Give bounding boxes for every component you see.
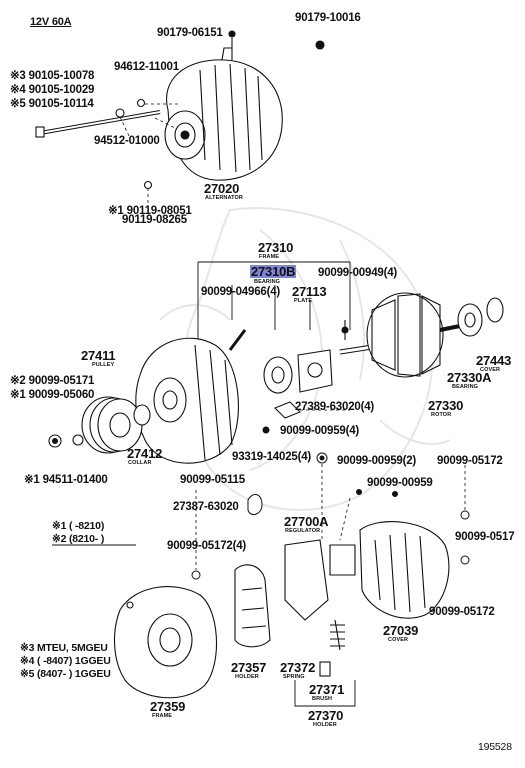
- part-90099-00959-2[interactable]: 90099-00959(2): [337, 455, 417, 467]
- part-27113[interactable]: 27113: [292, 284, 327, 299]
- part-27357-desc: HOLDER: [235, 674, 259, 680]
- rear-frame-drawing: [113, 586, 218, 699]
- drive-end-frame: [135, 329, 247, 464]
- part-27310B[interactable]: 27310B: [250, 264, 297, 279]
- part-90099-05172-a[interactable]: 90099-05172: [437, 455, 503, 467]
- part-90105-10114[interactable]: ※5 90105-10114: [10, 98, 94, 110]
- part-27357[interactable]: 27357: [231, 660, 267, 675]
- note-2: ※2 (8210- ): [52, 533, 105, 545]
- part-90099-00959[interactable]: 90099-00959: [367, 477, 433, 489]
- part-27113-desc: PLATE: [294, 298, 313, 304]
- frame-bracket-lines: [197, 261, 351, 350]
- brush-bracket-lines: [294, 680, 356, 707]
- part-90099-05171[interactable]: ※2 90099-05171: [10, 375, 95, 387]
- part-27371-desc: BRUSH: [312, 696, 333, 702]
- spec-label: 12V 60A: [30, 16, 72, 28]
- brush-holder-drawing: [234, 564, 271, 648]
- part-90179-06151[interactable]: 90179-06151: [157, 27, 223, 39]
- part-27443[interactable]: 27443: [476, 353, 512, 368]
- part-27443-desc: COVER: [480, 367, 501, 373]
- alternator-assembly-drawing: [35, 30, 325, 190]
- part-27412[interactable]: 27412: [127, 446, 163, 461]
- rear-cover-drawing: [359, 521, 450, 619]
- part-90099-00959-4[interactable]: 90099-00959(4): [280, 425, 360, 437]
- part-27330-desc: ROTOR: [431, 412, 452, 418]
- part-27310[interactable]: 27310: [258, 240, 294, 255]
- part-90119-08265[interactable]: 90119-08265: [122, 214, 187, 226]
- note-3: ※3 MTEU, 5MGEU: [20, 642, 108, 654]
- part-90099-05060[interactable]: ※1 90099-05060: [10, 389, 95, 401]
- note-1: ※1 ( -8210): [52, 520, 105, 532]
- part-27039[interactable]: 27039: [383, 623, 419, 638]
- part-90099-05115[interactable]: 90099-05115: [180, 474, 245, 486]
- part-27370[interactable]: 27370: [308, 708, 344, 723]
- note-4: ※4 ( -8407) 1GGEU: [20, 655, 111, 667]
- part-90099-00949[interactable]: 90099-00949(4): [318, 267, 398, 279]
- part-27412-desc: COLLAR: [128, 460, 152, 466]
- part-90099-05172-4[interactable]: 90099-05172(4): [167, 540, 247, 552]
- part-90105-10029[interactable]: ※4 90105-10029: [10, 84, 95, 96]
- part-27310-desc: FRAME: [259, 254, 280, 260]
- part-90099-04966[interactable]: 90099-04966(4): [201, 286, 281, 298]
- part-27387-63020[interactable]: 27387-63020: [173, 501, 239, 513]
- part-27411[interactable]: 27411: [81, 348, 116, 363]
- part-27020-desc: ALTERNATOR: [205, 195, 243, 201]
- part-27411-desc: PULLEY: [92, 362, 115, 368]
- part-27020[interactable]: 27020: [204, 181, 240, 196]
- part-27372[interactable]: 27372: [280, 660, 316, 675]
- small-parts: [191, 401, 470, 580]
- bearing-plate-drawing: [263, 320, 349, 394]
- part-27370-desc: HOLDER: [313, 722, 337, 728]
- part-27330[interactable]: 27330: [428, 398, 464, 413]
- part-94512-01000[interactable]: 94512-01000: [94, 135, 160, 147]
- note-5: ※5 (8407- ) 1GGEU: [20, 668, 111, 680]
- part-94612-11001[interactable]: 94612-11001: [114, 61, 179, 73]
- part-90099-0517[interactable]: 90099-0517: [455, 531, 515, 543]
- part-27700A[interactable]: 27700A: [284, 514, 329, 529]
- pulley-drawing: [48, 396, 151, 454]
- part-27310B-desc: BEARING: [254, 279, 281, 285]
- part-90105-10078[interactable]: ※3 90105-10078: [10, 70, 95, 82]
- part-90119-08051[interactable]: ※1 90119-08051: [108, 205, 192, 217]
- part-27359-desc: FRAME: [152, 713, 173, 719]
- part-27359[interactable]: 27359: [150, 699, 186, 714]
- part-27389-63020[interactable]: 27389-63020(4): [295, 401, 375, 413]
- part-27700A-desc: REGULATOR: [285, 528, 321, 534]
- part-27330A[interactable]: 27330A: [447, 370, 492, 385]
- regulator-drawing: [284, 539, 356, 677]
- part-94511-01400[interactable]: ※1 94511-01400: [24, 474, 108, 486]
- part-93319-14025[interactable]: 93319-14025(4): [232, 451, 312, 463]
- part-90179-10016[interactable]: 90179-10016: [295, 12, 361, 24]
- part-27330A-desc: BEARING: [452, 384, 479, 390]
- part-27372-desc: SPRING: [283, 674, 305, 680]
- part-27039-desc: COVER: [388, 637, 409, 643]
- part-90099-05172-c[interactable]: 90099-05172: [429, 606, 495, 618]
- catalog-number: 195528: [478, 741, 512, 753]
- rotor-drawing: [339, 292, 504, 378]
- part-27371[interactable]: 27371: [309, 682, 345, 697]
